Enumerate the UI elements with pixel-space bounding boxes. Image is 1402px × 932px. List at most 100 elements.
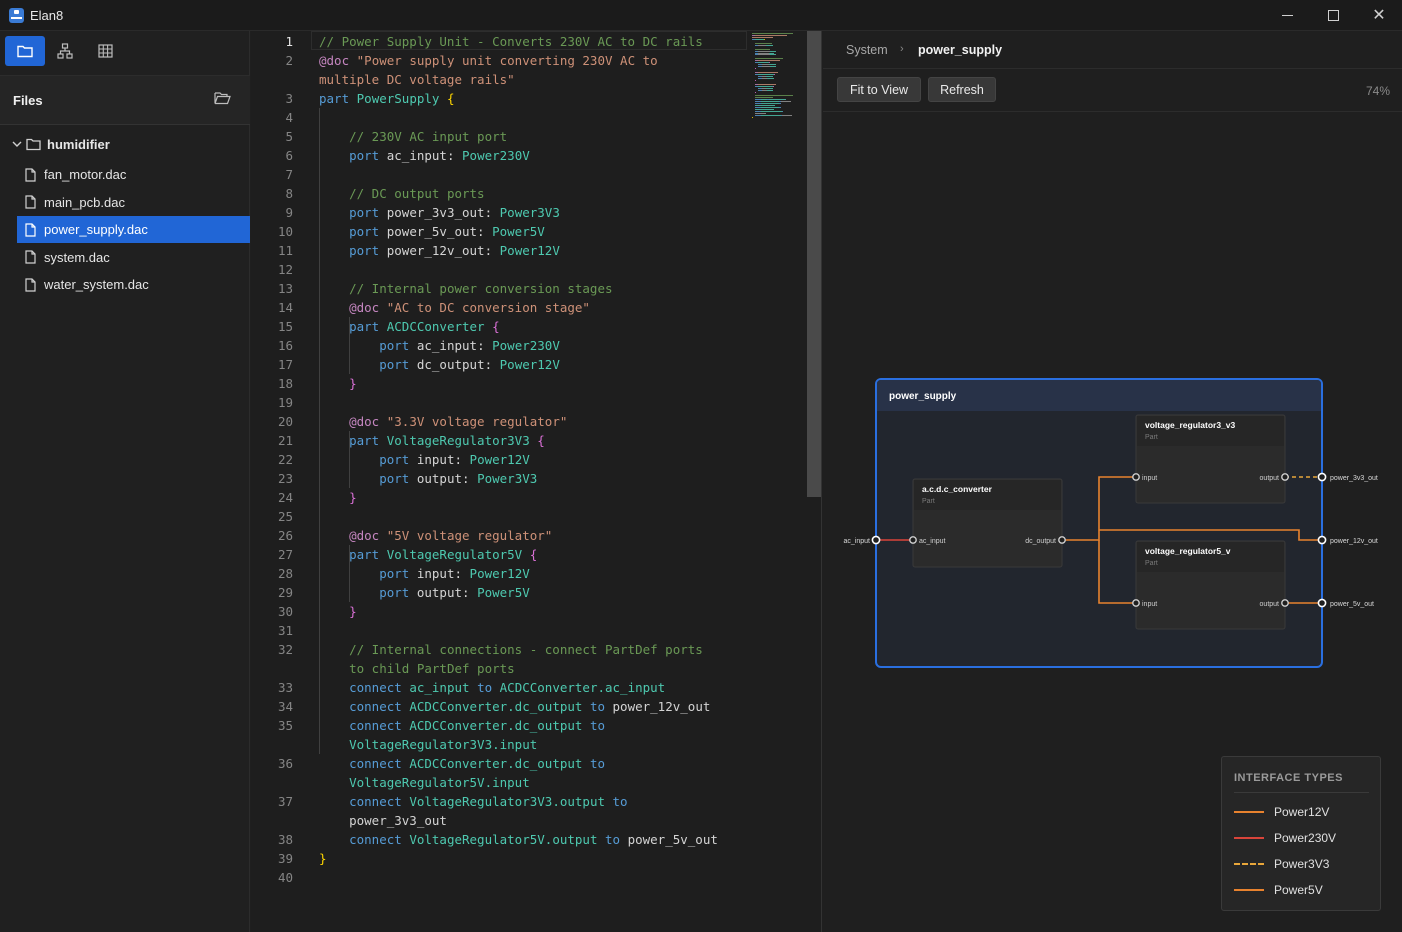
maximize-button[interactable] bbox=[1310, 0, 1356, 31]
code-line[interactable]: @doc "Power supply unit converting 230V … bbox=[319, 51, 658, 70]
code-line[interactable]: @doc "5V voltage regulator" bbox=[319, 526, 552, 545]
code-line[interactable]: port output: Power3V3 bbox=[319, 469, 537, 488]
code-token bbox=[319, 832, 349, 847]
tab-files[interactable] bbox=[5, 36, 45, 66]
fit-to-view-button[interactable]: Fit to View bbox=[837, 77, 921, 102]
code-line[interactable]: // Internal power conversion stages bbox=[319, 279, 613, 298]
window-title: Elan8 bbox=[30, 8, 63, 23]
code-line[interactable]: } bbox=[319, 602, 357, 621]
line-number: 24 bbox=[251, 488, 293, 507]
code-line[interactable]: VoltageRegulator3V3.input bbox=[319, 735, 537, 754]
code-line[interactable]: port output: Power5V bbox=[319, 583, 530, 602]
code-token bbox=[319, 433, 349, 448]
code-line[interactable]: // Power Supply Unit - Converts 230V AC … bbox=[319, 32, 703, 51]
code-line[interactable]: port power_3v3_out: Power3V3 bbox=[319, 203, 560, 222]
code-line[interactable]: to child PartDef ports bbox=[319, 659, 515, 678]
line-number: 7 bbox=[251, 165, 293, 184]
code-token bbox=[319, 414, 349, 429]
code-line[interactable]: VoltageRegulator5V.input bbox=[319, 773, 530, 792]
code-line[interactable]: connect VoltageRegulator3V3.output to bbox=[319, 792, 628, 811]
code-token: { bbox=[530, 547, 538, 562]
code-line[interactable]: port input: Power12V bbox=[319, 564, 530, 583]
part-output-label: output bbox=[1260, 601, 1280, 608]
part-kind: Part bbox=[922, 498, 935, 505]
code-line[interactable]: part ACDCConverter { bbox=[319, 317, 500, 336]
diagram-canvas[interactable]: power_supplya.c.d.c_converterPartac_inpu… bbox=[823, 113, 1402, 753]
folder-icon bbox=[17, 44, 33, 58]
code-token: ACDCConverter.dc_output bbox=[409, 699, 590, 714]
minimize-button[interactable] bbox=[1264, 0, 1310, 31]
minimap-token bbox=[764, 39, 765, 40]
code-line[interactable]: port input: Power12V bbox=[319, 450, 530, 469]
editor-scrollbar[interactable] bbox=[807, 31, 821, 497]
boundary-port-label: ac_input bbox=[844, 538, 871, 545]
code-token: @doc bbox=[349, 300, 387, 315]
tab-hierarchy[interactable] bbox=[45, 36, 85, 66]
code-line[interactable]: port power_5v_out: Power5V bbox=[319, 222, 545, 241]
code-token: PowerSupply bbox=[357, 91, 447, 106]
code-line[interactable]: @doc "3.3V voltage regulator" bbox=[319, 412, 567, 431]
code-line[interactable]: port ac_input: Power230V bbox=[319, 336, 560, 355]
tree-file-item[interactable]: power_supply.dac bbox=[17, 216, 250, 243]
code-token: to child PartDef ports bbox=[349, 661, 515, 676]
line-number: 18 bbox=[251, 374, 293, 393]
code-token: ac_input bbox=[409, 680, 477, 695]
files-title: Files bbox=[13, 93, 43, 108]
legend-title: INTERFACE TYPES bbox=[1234, 772, 1343, 784]
refresh-button[interactable]: Refresh bbox=[928, 77, 996, 102]
code-token: output: bbox=[417, 585, 477, 600]
tree-folder-humidifier[interactable]: humidifier bbox=[0, 131, 250, 158]
tree-file-item[interactable]: system.dac bbox=[17, 244, 250, 271]
code-line[interactable]: port dc_output: Power12V bbox=[319, 355, 560, 374]
code-line[interactable]: connect VoltageRegulator5V.output to pow… bbox=[319, 830, 718, 849]
code-line[interactable]: connect ACDCConverter.dc_output to bbox=[319, 716, 605, 735]
code-line[interactable]: } bbox=[319, 488, 357, 507]
code-line[interactable]: } bbox=[319, 849, 327, 868]
code-token: // Internal power conversion stages bbox=[349, 281, 612, 296]
line-number: 12 bbox=[251, 260, 293, 279]
file-icon bbox=[25, 223, 36, 237]
code-line[interactable]: port power_12v_out: Power12V bbox=[319, 241, 560, 260]
code-line[interactable]: connect ACDCConverter.dc_output to power… bbox=[319, 697, 710, 716]
code-line[interactable]: port ac_input: Power230V bbox=[319, 146, 530, 165]
minimap-token bbox=[755, 113, 765, 114]
code-line[interactable]: part VoltageRegulator5V { bbox=[319, 545, 537, 564]
file-label: power_supply.dac bbox=[44, 222, 148, 237]
code-line[interactable]: connect ac_input to ACDCConverter.ac_inp… bbox=[319, 678, 665, 697]
open-folder-button[interactable] bbox=[214, 91, 231, 108]
code-line[interactable]: @doc "AC to DC conversion stage" bbox=[319, 298, 590, 317]
minimap-token bbox=[755, 109, 774, 110]
code-token: Power230V bbox=[462, 148, 530, 163]
code-line[interactable]: // 230V AC input port bbox=[319, 127, 507, 146]
minimap-token bbox=[770, 51, 776, 52]
tree-file-item[interactable]: main_pcb.dac bbox=[17, 189, 250, 216]
code-line[interactable]: // Internal connections - connect PartDe… bbox=[319, 640, 703, 659]
code-token: multiple DC voltage rails" bbox=[319, 72, 515, 87]
minimap-token bbox=[752, 37, 773, 38]
code-line[interactable]: } bbox=[319, 374, 357, 393]
boundary-port-label: power_3v3_out bbox=[1330, 475, 1378, 482]
code-line[interactable]: part VoltageRegulator3V3 { bbox=[319, 431, 545, 450]
minimap-token bbox=[758, 62, 768, 63]
code-editor[interactable]: 1234567891011121314151617181920212223242… bbox=[251, 31, 822, 932]
folder-label: humidifier bbox=[47, 137, 110, 152]
code-token: VoltageRegulator5V.input bbox=[349, 775, 530, 790]
code-line[interactable]: power_3v3_out bbox=[319, 811, 447, 830]
line-number: 15 bbox=[251, 317, 293, 336]
code-line[interactable]: multiple DC voltage rails" bbox=[319, 70, 515, 89]
tree-file-item[interactable]: fan_motor.dac bbox=[17, 161, 250, 188]
tree-file-item[interactable]: water_system.dac bbox=[17, 271, 250, 298]
minimap-token bbox=[782, 111, 784, 112]
close-window-button[interactable]: ✕ bbox=[1356, 0, 1402, 31]
code-line[interactable]: // DC output ports bbox=[319, 184, 485, 203]
code-token: port bbox=[379, 338, 417, 353]
code-line[interactable]: connect ACDCConverter.dc_output to bbox=[319, 754, 605, 773]
diagram-toolbar: Fit to View Refresh 74% bbox=[823, 70, 1402, 112]
code-line[interactable]: part PowerSupply { bbox=[319, 89, 454, 108]
minimap[interactable] bbox=[752, 33, 806, 119]
breadcrumb-root[interactable]: System bbox=[846, 43, 888, 57]
line-number: 3 bbox=[251, 89, 293, 108]
code-token bbox=[319, 148, 349, 163]
tab-table[interactable] bbox=[85, 36, 125, 66]
minimap-token bbox=[767, 90, 773, 91]
